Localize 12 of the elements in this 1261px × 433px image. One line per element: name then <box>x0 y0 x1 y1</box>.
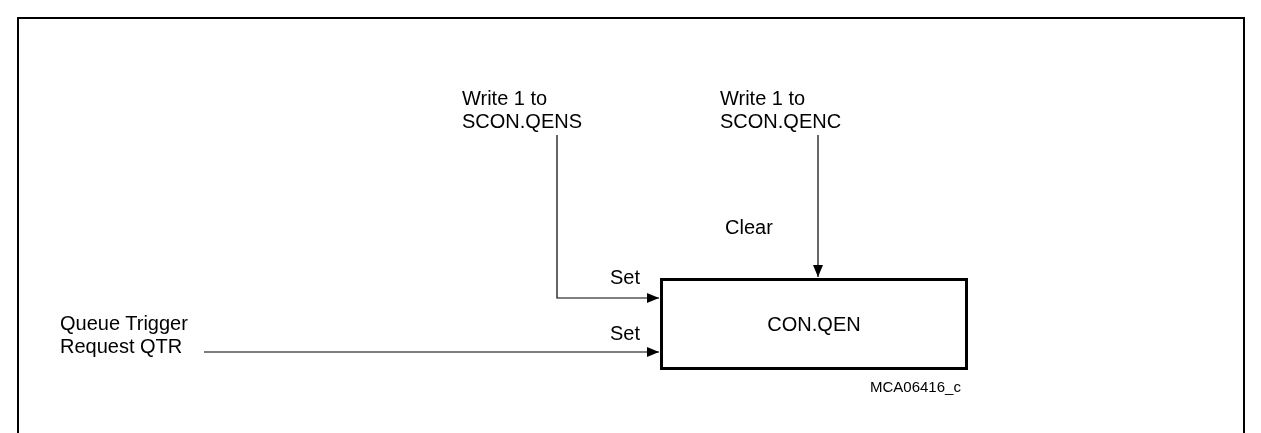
node-text: Write 1 to SCON.QENS <box>462 87 584 133</box>
figure-id: MCA06416_c <box>870 377 961 397</box>
node-text: Queue Trigger Request QTR <box>60 312 189 358</box>
edge-label: Clear <box>725 216 773 239</box>
register-name: CON.QEN <box>767 312 861 336</box>
arrow <box>203 347 660 357</box>
arrow <box>813 134 823 278</box>
arrow <box>556 134 660 303</box>
edge-label: Set <box>610 322 641 345</box>
register-box <box>660 278 968 370</box>
node-text: Write 1 to SCON.QENC <box>720 87 843 133</box>
edge-label: Set <box>610 266 641 289</box>
